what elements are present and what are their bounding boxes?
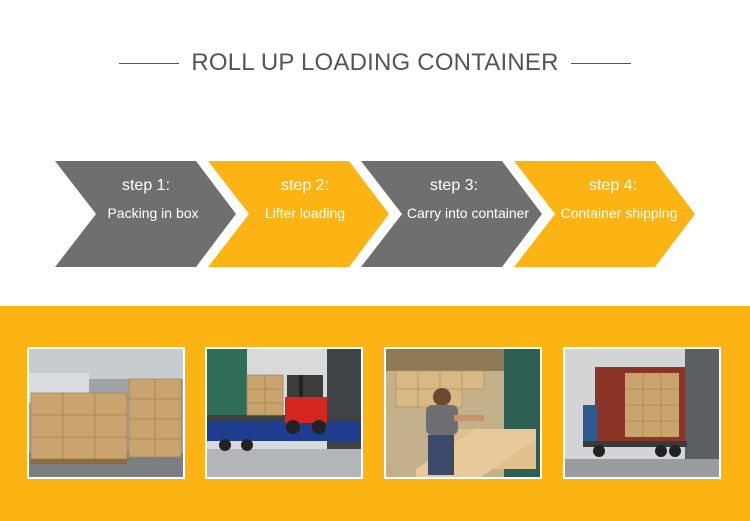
step-4-label: step 4:	[588, 177, 638, 194]
step-3-desc: Carry into container	[406, 205, 530, 221]
step-4-desc: Container shipping	[560, 205, 678, 221]
title-line-left	[119, 62, 180, 64]
step-1-desc: Packing in box	[107, 205, 199, 221]
container-truck-photo	[563, 347, 721, 479]
step-4-arrow	[514, 161, 695, 267]
step-3-label: step 3:	[429, 177, 479, 194]
step-3-arrow	[361, 161, 542, 267]
step-2-desc: Lifter loading	[264, 205, 346, 221]
steps-bar: step 1: Packing in box step 2: Lifter lo…	[0, 160, 750, 268]
page-title: ROLL UP LOADING CONTAINER	[191, 49, 559, 76]
step-2-arrow	[208, 161, 389, 267]
steps-arrows	[55, 161, 695, 267]
page-title-row: ROLL UP LOADING CONTAINER	[0, 46, 750, 80]
worker-in-container-photo	[384, 347, 542, 479]
step-1-arrow	[55, 161, 236, 267]
forklift-truck-photo	[205, 347, 363, 479]
step-2-label: step 2:	[280, 177, 330, 194]
step-1-label: step 1:	[121, 177, 171, 194]
stacked-boxes-photo	[27, 347, 185, 479]
title-line-right	[570, 62, 631, 64]
